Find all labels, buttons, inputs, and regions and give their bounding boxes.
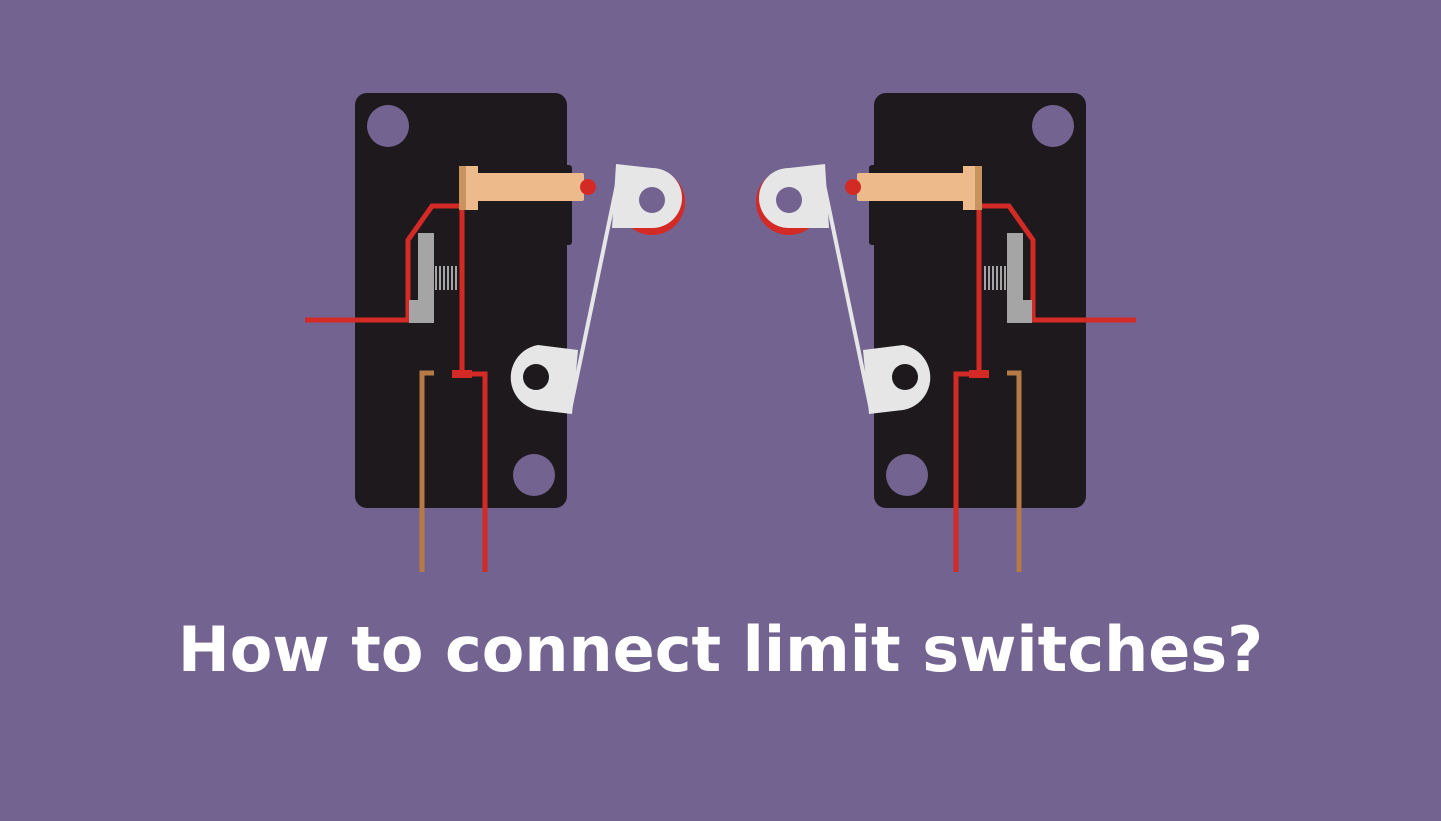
page-title: How to connect limit switches? bbox=[177, 613, 1264, 686]
